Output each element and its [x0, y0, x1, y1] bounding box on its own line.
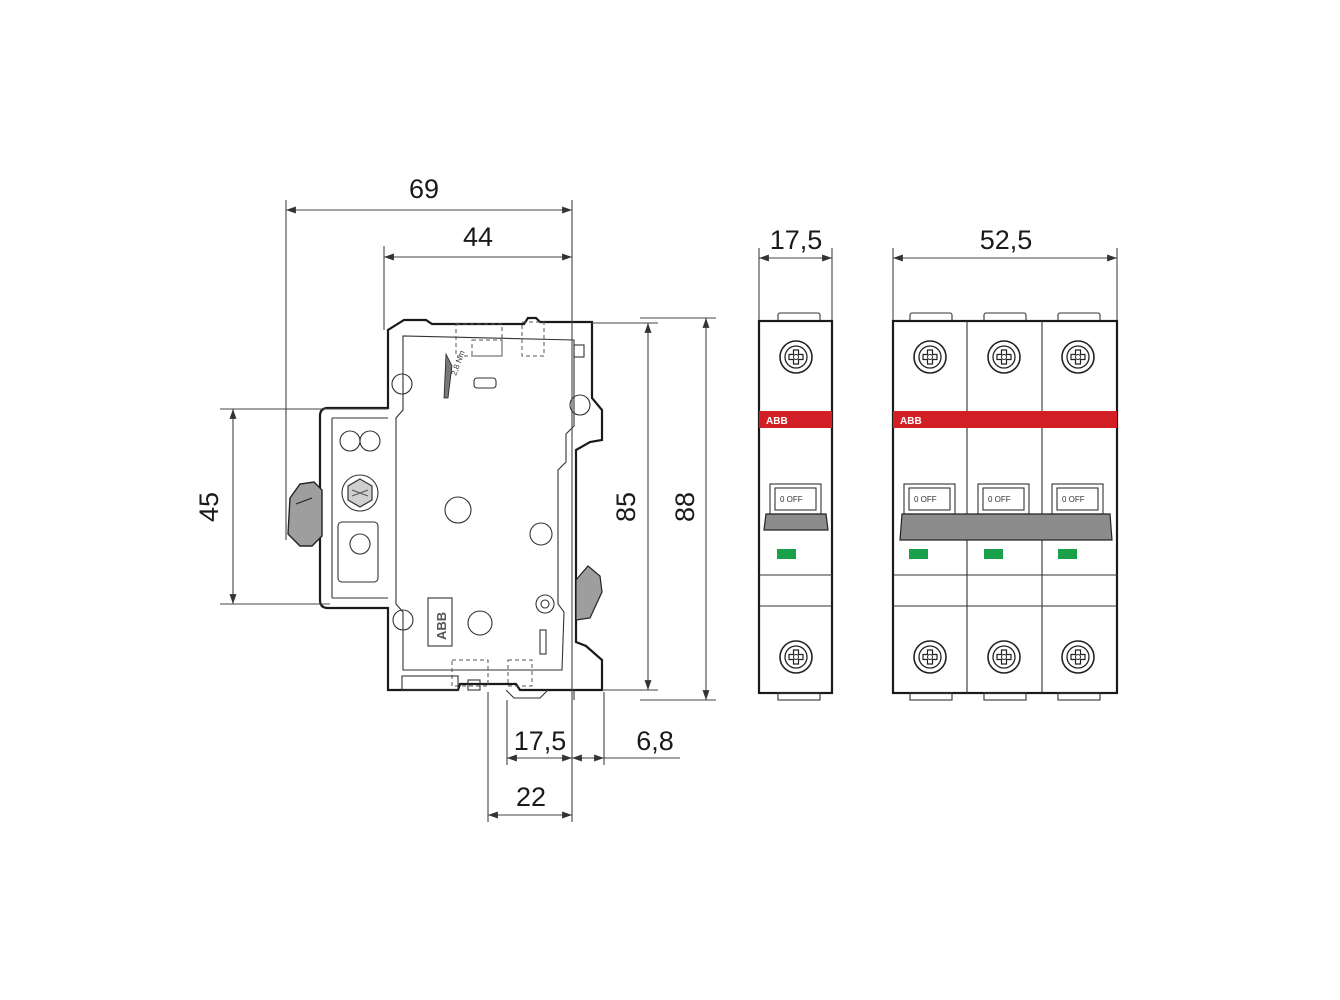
brand-band: [893, 411, 1117, 428]
side-view-body: [318, 316, 604, 692]
status-window: [1058, 549, 1077, 559]
brand-label: ABB: [900, 416, 922, 427]
screw-icon: [779, 640, 813, 674]
switch-state-label: 0 OFF: [988, 495, 1011, 504]
dim-width-three-pole: 52,5: [980, 225, 1033, 255]
brand-band: [759, 411, 832, 428]
svg-text:ABB: ABB: [434, 612, 449, 640]
dim-width-rail-front: 17,5: [514, 726, 567, 756]
side-brand-mark: [427, 597, 453, 647]
brand-label: ABB: [766, 416, 788, 427]
screw-icon: [913, 340, 947, 374]
three-pole-body: [891, 319, 1119, 695]
status-window: [909, 549, 928, 559]
side-view-dimensions: 69 44 45 85 88 17,5 6,8 22: [194, 174, 716, 822]
dim-width-rail-total: 22: [516, 782, 546, 812]
screw-icon: [779, 340, 813, 374]
status-window: [984, 549, 1003, 559]
dim-height-body: 85: [611, 492, 641, 522]
dim-depth-front: 44: [463, 222, 493, 252]
side-view-panel: [395, 335, 575, 671]
side-view: 2,8 Nm ABB: [287, 316, 604, 700]
three-pole-view: ABB 0 OFF 0 OFF 0 OFF 52,5: [891, 225, 1119, 701]
screw-icon: [1061, 340, 1095, 374]
single-pole-body: [757, 319, 834, 695]
switch-state-label: 0 OFF: [780, 495, 803, 504]
single-pole-view: ABB 0 OFF 17,5: [757, 225, 834, 701]
screw-icon: [913, 640, 947, 674]
screw-icon: [987, 340, 1021, 374]
switch-state-label: 0 OFF: [914, 495, 937, 504]
status-window: [777, 549, 796, 559]
dim-height-clip: 45: [194, 492, 224, 522]
screwdriver-icon: [443, 352, 453, 399]
dim-offset-rear: 6,8: [636, 726, 674, 756]
switch-state-label: 0 OFF: [1062, 495, 1085, 504]
screw-icon: [987, 640, 1021, 674]
screw-icon: [1061, 640, 1095, 674]
dim-width-single-pole: 17,5: [770, 225, 823, 255]
dim-depth-total: 69: [409, 174, 439, 204]
clip-lever: [287, 481, 323, 547]
dim-height-total: 88: [670, 492, 700, 522]
side-view-handle: [575, 565, 603, 621]
toggle-handle-bar: [899, 513, 1113, 541]
din-clip: [331, 417, 388, 599]
